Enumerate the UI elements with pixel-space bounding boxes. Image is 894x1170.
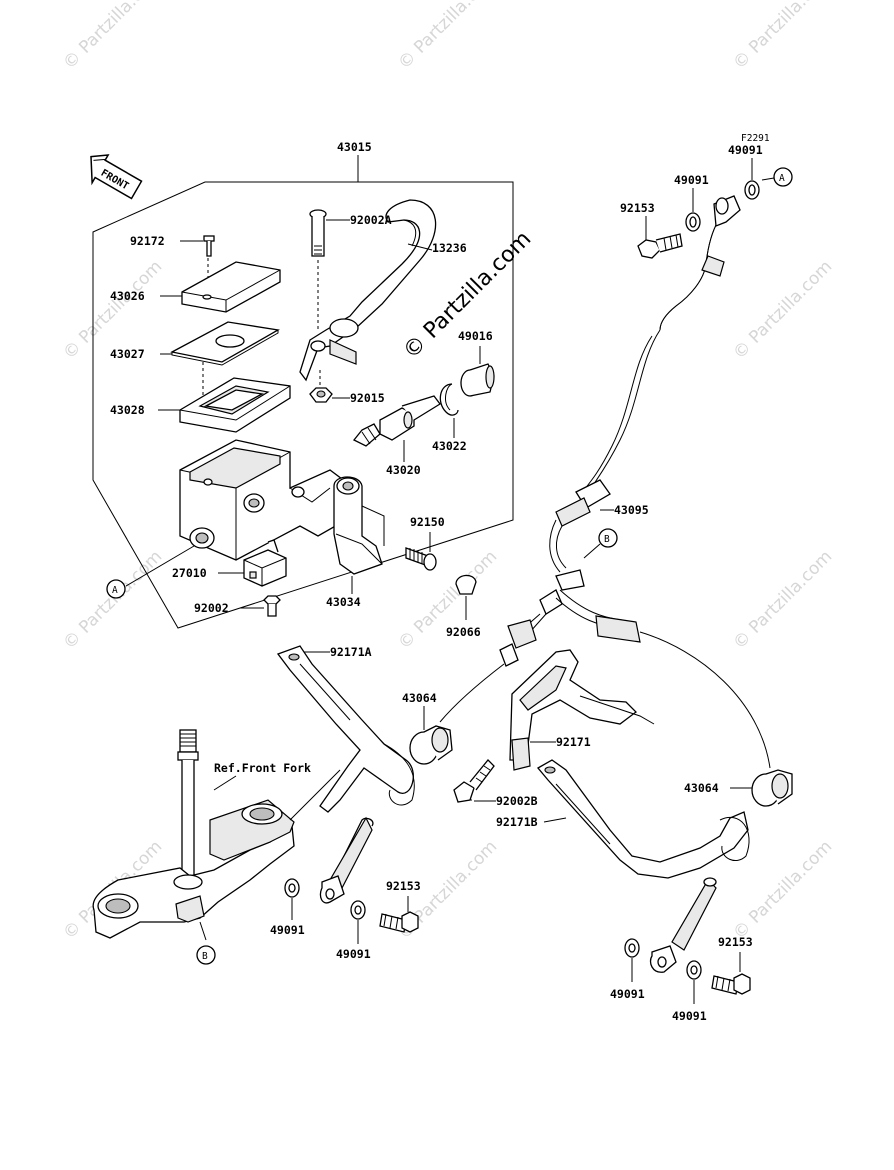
label-92153-top: 92153 [620,201,655,215]
label-49091-r2: 49091 [672,1009,707,1023]
watermark: © Partzilla.com [59,0,166,74]
lever-13236 [299,199,437,382]
callout-b-right-label: B [604,534,610,545]
plate-43027 [170,321,280,366]
callout-b-left [196,945,216,965]
bolt-92153-top [637,233,683,259]
label-43027: 43027 [110,347,145,361]
label-43064-left: 43064 [402,691,437,705]
bracket-92171A [276,645,415,813]
label-92002B: 92002B [496,794,538,808]
label-27010: 27010 [172,566,207,580]
grommet-43064-right [751,769,793,807]
leader [199,921,207,941]
label-43064-right: 43064 [684,781,719,795]
circlip-43022 [439,383,459,416]
label-43095: 43095 [614,503,649,517]
hose-lower-right [649,877,717,973]
bolt-92002A [309,209,327,257]
leader [125,545,195,587]
label-43028: 43028 [110,403,145,417]
label-92002: 92002 [194,601,229,615]
label-43020: 43020 [386,463,421,477]
bracket-92171 [509,649,655,771]
label-92172: 92172 [130,234,165,248]
label-49016: 49016 [458,329,493,343]
label-49091-l1: 49091 [270,923,305,937]
label-92153-right: 92153 [718,935,753,949]
nut-92015 [309,387,333,403]
label-92171B: 92171B [496,815,538,829]
switch-27010 [243,539,287,587]
figure-code: F2291 [741,133,770,144]
watermark: © Partzilla.com [59,547,166,654]
diaphragm-43028 [179,377,291,433]
watermark: © Partzilla.com [729,257,836,364]
label-49091-r1: 49091 [610,987,645,1001]
watermark: © Partzilla.com [394,0,501,74]
callout-b-left-label: B [202,951,208,962]
label-92002A: 92002A [350,213,392,227]
leader [407,243,433,251]
watermark: © Partzilla.com [729,837,836,944]
label-92171A: 92171A [330,645,372,659]
label-92150: 92150 [410,515,445,529]
bolt-92002B [453,759,495,803]
callout-a-right [773,167,793,187]
bolt-92153-mid [379,911,419,933]
front-direction-icon: FRONT [90,154,143,200]
cap-92066 [455,574,477,595]
label-92171: 92171 [556,735,591,749]
clamp-43034 [333,476,385,575]
label-43026: 43026 [110,289,145,303]
leader [213,775,237,791]
hose-junction [439,479,771,769]
callout-a-right-label: A [779,173,785,184]
bracket-92171B [537,759,750,879]
watermark-layer: © Partzilla.com © Partzilla.com © Partzi… [59,0,836,944]
leader [543,817,567,823]
watermark: © Partzilla.com [729,0,836,74]
label-92066: 92066 [446,625,481,639]
assembly-43015-box [92,181,514,629]
screw-92002 [263,595,281,617]
label-92153-mid: 92153 [386,879,421,893]
leader [289,769,341,821]
label-49091-top: 49091 [674,173,709,187]
label-49091-top2: 49091 [728,143,763,157]
leader [583,543,601,559]
label-43022: 43022 [432,439,467,453]
label-92015: 92015 [350,391,385,405]
label-49091-l2: 49091 [336,947,371,961]
bolt-92153-right [711,973,751,995]
watermark: © Partzilla.com [729,547,836,654]
label-43015: 43015 [337,140,372,154]
steering-stem-ref-front-fork [92,729,295,939]
hose-lower-left [319,816,374,904]
bolt-92150 [405,547,437,571]
master-cylinder-body [179,439,347,561]
label-ref-front-fork: Ref.Front Fork [214,761,311,775]
callout-a-left-label: A [112,585,118,596]
callout-b-right [598,528,618,548]
grommet-43064-left [409,725,453,765]
label-13236: 13236 [432,241,467,255]
reservoir-cap-43026 [181,261,281,313]
boot-49016 [460,363,495,397]
piston-43020 [352,395,441,447]
callout-a-left [106,579,126,599]
leader [761,177,775,181]
screw-92172 [203,235,215,257]
label-43034: 43034 [326,595,361,609]
hose-43095-upper [583,195,741,491]
